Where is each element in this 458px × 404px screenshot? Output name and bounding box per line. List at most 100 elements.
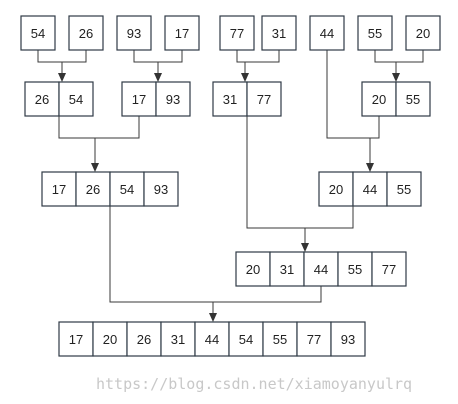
- array-cell: [309, 15, 345, 51]
- cell-value: 17: [132, 92, 146, 107]
- array-cell: [262, 321, 298, 357]
- cell-value: 93: [166, 92, 180, 107]
- row3-group-0: 20 31 44 55 77: [235, 251, 407, 287]
- array-cell: [212, 81, 248, 117]
- cell-value: 31: [223, 92, 237, 107]
- row0-group-2: 93: [116, 15, 152, 51]
- array-cell: [68, 15, 104, 51]
- cell-value: 77: [230, 26, 244, 41]
- row0-group-8: 20: [405, 15, 441, 51]
- watermark-text: https://blog.csdn.net/xiamoyanyulrq: [96, 375, 412, 393]
- arrowhead-icon: [366, 163, 374, 172]
- array-cell: [75, 171, 111, 207]
- row0-group-6: 44: [309, 15, 345, 51]
- merge-connector: [109, 206, 322, 303]
- array-cell: [405, 15, 441, 51]
- arrowhead-icon: [58, 73, 66, 82]
- cell-value: 54: [120, 182, 134, 197]
- arrowhead-icon: [392, 73, 400, 82]
- array-cell: [269, 251, 305, 287]
- cell-value: 20: [103, 332, 117, 347]
- array-cell: [58, 81, 94, 117]
- array-cell: [109, 171, 145, 207]
- cell-value: 17: [52, 182, 66, 197]
- merge-connector: [374, 50, 424, 63]
- cell-value: 20: [372, 92, 386, 107]
- array-cell: [352, 171, 388, 207]
- row0-group-0: 54: [20, 15, 56, 51]
- array-cell: [303, 251, 339, 287]
- array-cell: [246, 81, 282, 117]
- row0-group-7: 55: [357, 15, 393, 51]
- cell-value: 44: [363, 182, 377, 197]
- array-cell: [116, 15, 152, 51]
- cell-value: 26: [86, 182, 100, 197]
- arrowhead-icon: [301, 243, 309, 252]
- row0-group-4: 77: [219, 15, 255, 51]
- cell-value: 77: [382, 262, 396, 277]
- merge-connector: [246, 116, 354, 229]
- cell-value: 55: [348, 262, 362, 277]
- array-cell: [194, 321, 230, 357]
- cell-value: 20: [246, 262, 260, 277]
- cell-value: 31: [280, 262, 294, 277]
- row1-group-2: 31 77: [212, 81, 282, 117]
- row0-group-5: 31: [261, 15, 297, 51]
- array-cell: [20, 15, 56, 51]
- array-cell: [121, 81, 157, 117]
- cell-value: 55: [397, 182, 411, 197]
- cell-value: 93: [127, 26, 141, 41]
- arrowhead-icon: [91, 163, 99, 172]
- arrowhead-icon: [154, 73, 162, 82]
- arrowhead-icon: [241, 73, 249, 82]
- cell-value: 44: [205, 332, 219, 347]
- array-cell: [386, 171, 422, 207]
- array-cell: [24, 81, 60, 117]
- array-cell: [41, 171, 77, 207]
- merge-edges: [37, 50, 424, 322]
- merge-connector: [37, 50, 87, 63]
- cell-value: 77: [307, 332, 321, 347]
- array-cell: [126, 321, 162, 357]
- array-cell: [395, 81, 431, 117]
- cell-value: 93: [341, 332, 355, 347]
- cell-value: 54: [31, 26, 45, 41]
- cell-value: 54: [239, 332, 253, 347]
- cell-value: 17: [175, 26, 189, 41]
- array-cell: [160, 321, 196, 357]
- merge-connector: [58, 116, 140, 139]
- array-cell: [330, 321, 366, 357]
- row0-group-3: 17: [164, 15, 200, 51]
- cell-value: 20: [329, 182, 343, 197]
- merge-connector: [326, 50, 380, 139]
- array-cell: [337, 251, 373, 287]
- cell-value: 31: [171, 332, 185, 347]
- array-cell: [357, 15, 393, 51]
- cell-value: 26: [79, 26, 93, 41]
- cell-value: 31: [272, 26, 286, 41]
- row2-group-1: 20 44 55: [318, 171, 422, 207]
- array-cell: [371, 251, 407, 287]
- cell-value: 17: [69, 332, 83, 347]
- array-cell: [164, 15, 200, 51]
- array-cell: [155, 81, 191, 117]
- cell-value: 20: [416, 26, 430, 41]
- arrowhead-icon: [209, 313, 217, 322]
- cell-value: 44: [314, 262, 328, 277]
- array-cell: [296, 321, 332, 357]
- cell-value: 54: [69, 92, 83, 107]
- cell-value: 44: [320, 26, 334, 41]
- row0-group-1: 26: [68, 15, 104, 51]
- cell-value: 55: [273, 332, 287, 347]
- cell-value: 77: [257, 92, 271, 107]
- merge-connector: [236, 50, 280, 63]
- merge-connector: [133, 50, 183, 63]
- array-cell: [361, 81, 397, 117]
